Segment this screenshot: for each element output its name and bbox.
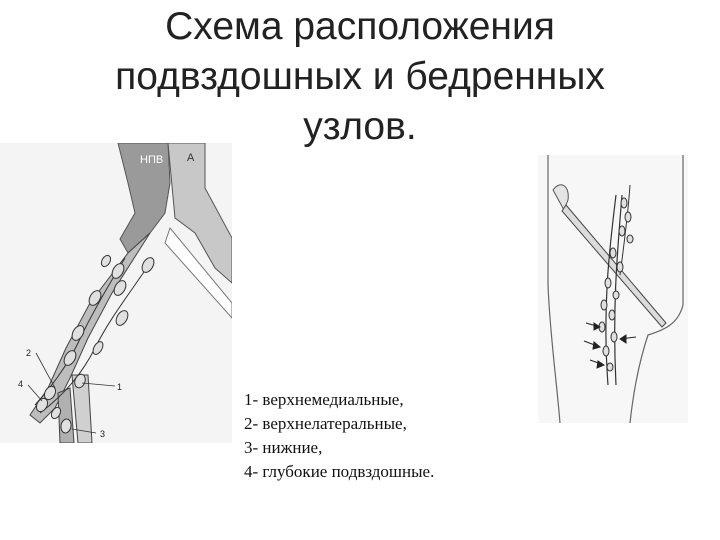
iliac-femoral-lymph-node-diagram: НПВ А 2 1 4 3 — [0, 143, 232, 443]
callout-4: 4 — [18, 379, 23, 389]
thigh-outline — [547, 155, 684, 423]
lymph-node — [100, 254, 112, 268]
label-a: А — [187, 152, 195, 164]
lymph-node — [626, 234, 634, 244]
callout-line-2 — [35, 352, 56, 389]
arrow-head — [619, 334, 627, 344]
arrow-head — [593, 322, 601, 331]
lymph-node — [60, 418, 72, 434]
lymph-node — [92, 341, 104, 355]
legend-item-1: 1- верхнемедиальные, — [244, 390, 404, 409]
lymph-node — [618, 225, 626, 237]
lymph-nodes — [35, 254, 155, 434]
lymph-node — [624, 211, 632, 223]
callout-line-1 — [81, 382, 116, 387]
pointer-arrows — [583, 322, 637, 369]
title-line-3: узлов. — [303, 105, 417, 148]
lymph-node — [111, 263, 125, 279]
legend: 1- верхнемедиальные, 2- верхнелатеральны… — [244, 388, 434, 484]
lymph-node — [620, 197, 628, 209]
lymph-node — [88, 290, 102, 306]
lymph-node — [74, 373, 86, 389]
callout-3: 3 — [100, 429, 105, 439]
callout-lines — [27, 352, 116, 434]
aorta-vessel — [167, 143, 232, 284]
lymph-node — [604, 277, 612, 289]
right-iliac-band — [164, 226, 232, 319]
inguinal-region-diagram — [538, 155, 688, 423]
legend-item-4: 4- глубокие подвздошные. — [244, 462, 435, 481]
callout-line-4 — [27, 384, 43, 402]
lymph-node — [71, 325, 85, 341]
inguinal-nodes — [598, 197, 634, 372]
callout-line-3 — [71, 428, 97, 434]
arrow-head — [592, 341, 602, 350]
lymph-node — [50, 406, 62, 420]
lymph-node — [609, 247, 617, 259]
lymph-node — [35, 397, 49, 413]
lymph-node — [616, 261, 624, 273]
callout-2: 2 — [26, 348, 31, 358]
callout-1: 1 — [117, 382, 122, 392]
lymph-node — [606, 362, 614, 372]
legend-item-2: 2- верхнелатеральные, — [244, 414, 407, 433]
lymph-node — [600, 299, 608, 311]
lymph-node — [608, 309, 616, 321]
lymph-node — [610, 331, 618, 343]
inguinal-ligament — [561, 204, 667, 328]
lymph-node — [115, 310, 129, 326]
label-npv: НПВ — [140, 154, 163, 166]
legend-item-3: 3- нижние, — [244, 438, 323, 457]
lymph-node — [113, 280, 127, 296]
lymph-node — [141, 257, 155, 273]
slide-title: Схема расположения подвздошных и бедренн… — [0, 2, 720, 152]
title-line-2: подвздошных и бедренных — [115, 55, 605, 98]
lymph-node — [612, 290, 620, 300]
arrow-head — [596, 360, 606, 369]
lymph-node — [63, 350, 77, 366]
iliac-crest — [552, 184, 569, 212]
title-line-1: Схема расположения — [165, 5, 555, 48]
lymph-node — [602, 345, 610, 357]
